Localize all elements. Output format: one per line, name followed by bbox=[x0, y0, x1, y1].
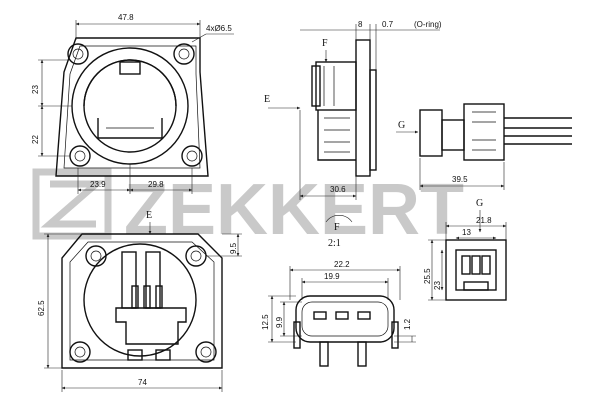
bottom-view-dimensions: E 62.5 9.5 74 bbox=[37, 210, 242, 392]
view-label-f-top: F bbox=[322, 38, 328, 49]
dim-g-23: 23 bbox=[433, 281, 442, 290]
view-label-e-bottom: E bbox=[146, 210, 152, 221]
dim-height-upper: 23 bbox=[31, 85, 40, 94]
dim-f-99: 9.9 bbox=[275, 316, 284, 328]
dim-height-lower: 22 bbox=[31, 135, 40, 144]
dim-bottom-95: 9.5 bbox=[229, 242, 238, 254]
dim-right-offset: 29.8 bbox=[148, 180, 164, 189]
dim-side-07: 0.7 bbox=[382, 20, 394, 29]
front-view-dimensions: 47.8 4xØ6.5 23 22 23.9 29.8 bbox=[31, 13, 234, 194]
dim-f-199: 19.9 bbox=[324, 272, 340, 281]
dim-oring: (O-ring) bbox=[414, 20, 442, 29]
dim-f-222: 22.2 bbox=[334, 260, 350, 269]
dim-hole-spec: 4xØ6.5 bbox=[206, 24, 232, 33]
connector-side-dimensions: G 39.5 bbox=[396, 120, 505, 190]
sensor-front-view bbox=[55, 37, 209, 177]
detail-f-view: F 2:1 bbox=[293, 215, 399, 367]
view-label-f-bottom: F bbox=[334, 222, 340, 233]
dim-side-8: 8 bbox=[358, 20, 363, 29]
dim-g-218: 21.8 bbox=[476, 216, 492, 225]
sensor-bottom-view bbox=[61, 233, 223, 369]
dim-left-offset: 23.9 bbox=[90, 180, 106, 189]
connector-side-view bbox=[419, 103, 572, 161]
dim-top-width: 47.8 bbox=[118, 13, 134, 22]
scale-label: 2:1 bbox=[328, 238, 341, 249]
detail-g-view: G bbox=[445, 198, 507, 301]
dim-f-125: 12.5 bbox=[261, 314, 270, 330]
detail-g-dimensions: 21.8 13 25.5 23 bbox=[423, 216, 507, 301]
view-label-g-side: G bbox=[398, 120, 405, 131]
dim-f-12: 1.2 bbox=[403, 318, 412, 330]
dim-g-13: 13 bbox=[462, 228, 471, 237]
dim-side-306: 30.6 bbox=[330, 185, 346, 194]
dim-bottom-height: 62.5 bbox=[37, 300, 46, 316]
dim-g-255: 25.5 bbox=[423, 268, 432, 284]
sensor-side-view bbox=[311, 39, 377, 177]
dim-conn-395: 39.5 bbox=[452, 175, 468, 184]
watermark: ZEKKERT bbox=[32, 168, 464, 250]
dim-bottom-74: 74 bbox=[138, 378, 147, 387]
view-label-g-top: G bbox=[476, 198, 483, 209]
view-label-e-top: E bbox=[264, 94, 270, 105]
side-view-dimensions: 8 0.7 (O-ring) F E 30.6 bbox=[264, 20, 442, 200]
detail-f-dimensions: 22.2 19.9 12.5 9.9 1.2 bbox=[261, 260, 416, 343]
watermark-brand: ZEKKERT bbox=[124, 170, 464, 250]
